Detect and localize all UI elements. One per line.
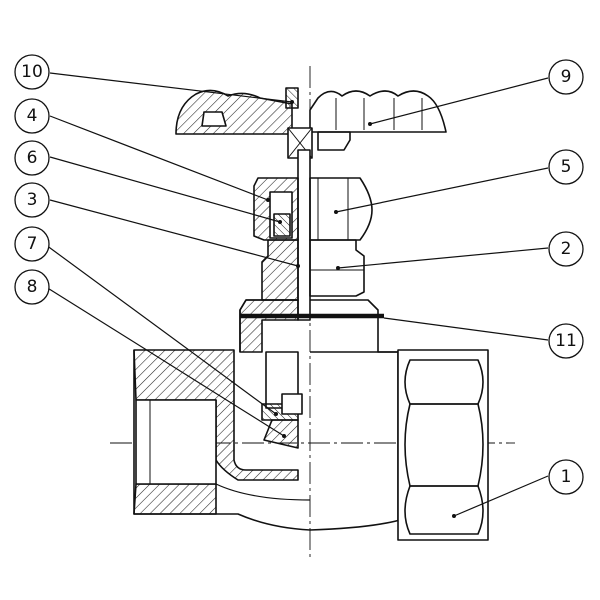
hex-end bbox=[397, 349, 489, 541]
callout-5: 5 bbox=[548, 149, 584, 185]
callout-3: 3 bbox=[14, 182, 50, 218]
callout-6: 6 bbox=[14, 140, 50, 176]
bonnet bbox=[309, 239, 365, 297]
leader-dots bbox=[266, 100, 456, 518]
valve-outline bbox=[110, 66, 515, 560]
body-section-lower bbox=[133, 483, 217, 515]
leader-lines bbox=[45, 72, 549, 517]
svg-text:5: 5 bbox=[561, 157, 572, 177]
packing bbox=[273, 213, 291, 237]
svg-text:10: 10 bbox=[21, 62, 43, 82]
callout-8: 8 bbox=[14, 269, 50, 305]
gland-nut bbox=[309, 177, 373, 241]
svg-text:4: 4 bbox=[27, 106, 38, 126]
wheel-nut bbox=[285, 87, 299, 109]
svg-text:2: 2 bbox=[561, 239, 572, 259]
callout-9: 9 bbox=[548, 59, 584, 95]
callout-2: 2 bbox=[548, 231, 584, 267]
callout-4: 4 bbox=[14, 98, 50, 134]
svg-text:11: 11 bbox=[555, 331, 577, 351]
svg-text:7: 7 bbox=[27, 234, 38, 254]
bonnet-section bbox=[261, 239, 299, 301]
svg-text:6: 6 bbox=[27, 148, 38, 168]
callout-7: 7 bbox=[14, 226, 50, 262]
callout-11: 11 bbox=[548, 323, 584, 359]
callout-balloons: 10 4 6 3 7 8 9 5 2 11 1 bbox=[14, 54, 584, 495]
callout-1: 1 bbox=[548, 459, 584, 495]
handwheel-section bbox=[175, 89, 293, 135]
body-neck-right bbox=[310, 299, 398, 353]
svg-text:1: 1 bbox=[561, 467, 572, 487]
svg-text:9: 9 bbox=[561, 67, 572, 87]
callout-10: 10 bbox=[14, 54, 50, 90]
svg-text:8: 8 bbox=[27, 277, 38, 297]
handwheel-right bbox=[309, 90, 447, 133]
body-right bbox=[310, 351, 399, 520]
stem bbox=[297, 149, 311, 321]
svg-text:3: 3 bbox=[27, 190, 38, 210]
